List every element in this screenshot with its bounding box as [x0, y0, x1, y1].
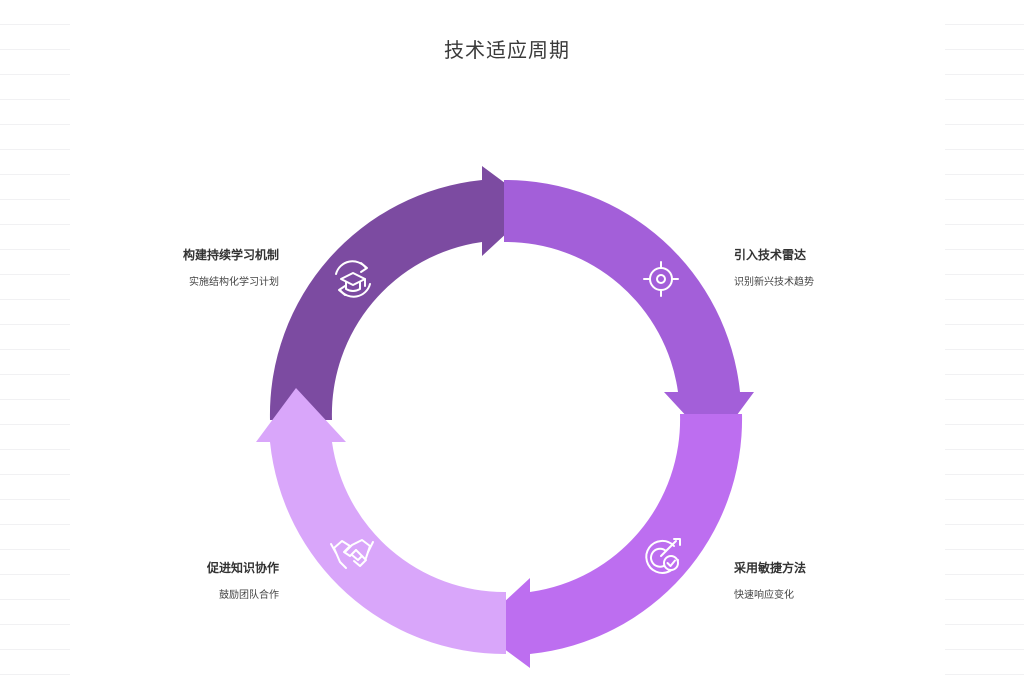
- graduation-cycle-icon: [335, 260, 371, 298]
- stage-description: 鼓励团队合作: [219, 590, 279, 601]
- target-check-icon: [645, 538, 681, 574]
- stage-label-agile: 采用敏捷方法 快速响应变化: [734, 559, 934, 601]
- handshake-icon: [330, 539, 374, 569]
- stage-title: 促进知识协作: [206, 561, 279, 575]
- stage-description: 识别新兴技术趋势: [734, 277, 814, 288]
- background-stripes-left: [0, 0, 80, 697]
- stage-label-tech-radar: 引入技术雷达 识别新兴技术趋势: [734, 246, 934, 288]
- stage-title: 引入技术雷达: [734, 248, 807, 262]
- target-icon: [643, 261, 679, 297]
- stage-label-collaboration: 促进知识协作 鼓励团队合作: [79, 559, 279, 601]
- stage-description: 快速响应变化: [734, 590, 794, 601]
- segment-bottom-right: [476, 414, 743, 668]
- stage-description: 实施结构化学习计划: [189, 277, 279, 288]
- segment-top-right: [504, 179, 754, 447]
- stage-label-learning: 构建持续学习机制 实施结构化学习计划: [79, 246, 279, 288]
- stage-title: 构建持续学习机制: [182, 248, 279, 262]
- stage-title: 采用敏捷方法: [734, 561, 807, 575]
- segment-bottom-left: [256, 388, 506, 655]
- background-stripes-right: [944, 0, 1024, 697]
- diagram-title: 技术适应周期: [444, 38, 570, 62]
- segment-top-left: [269, 166, 536, 420]
- diagram-canvas: [70, 0, 945, 697]
